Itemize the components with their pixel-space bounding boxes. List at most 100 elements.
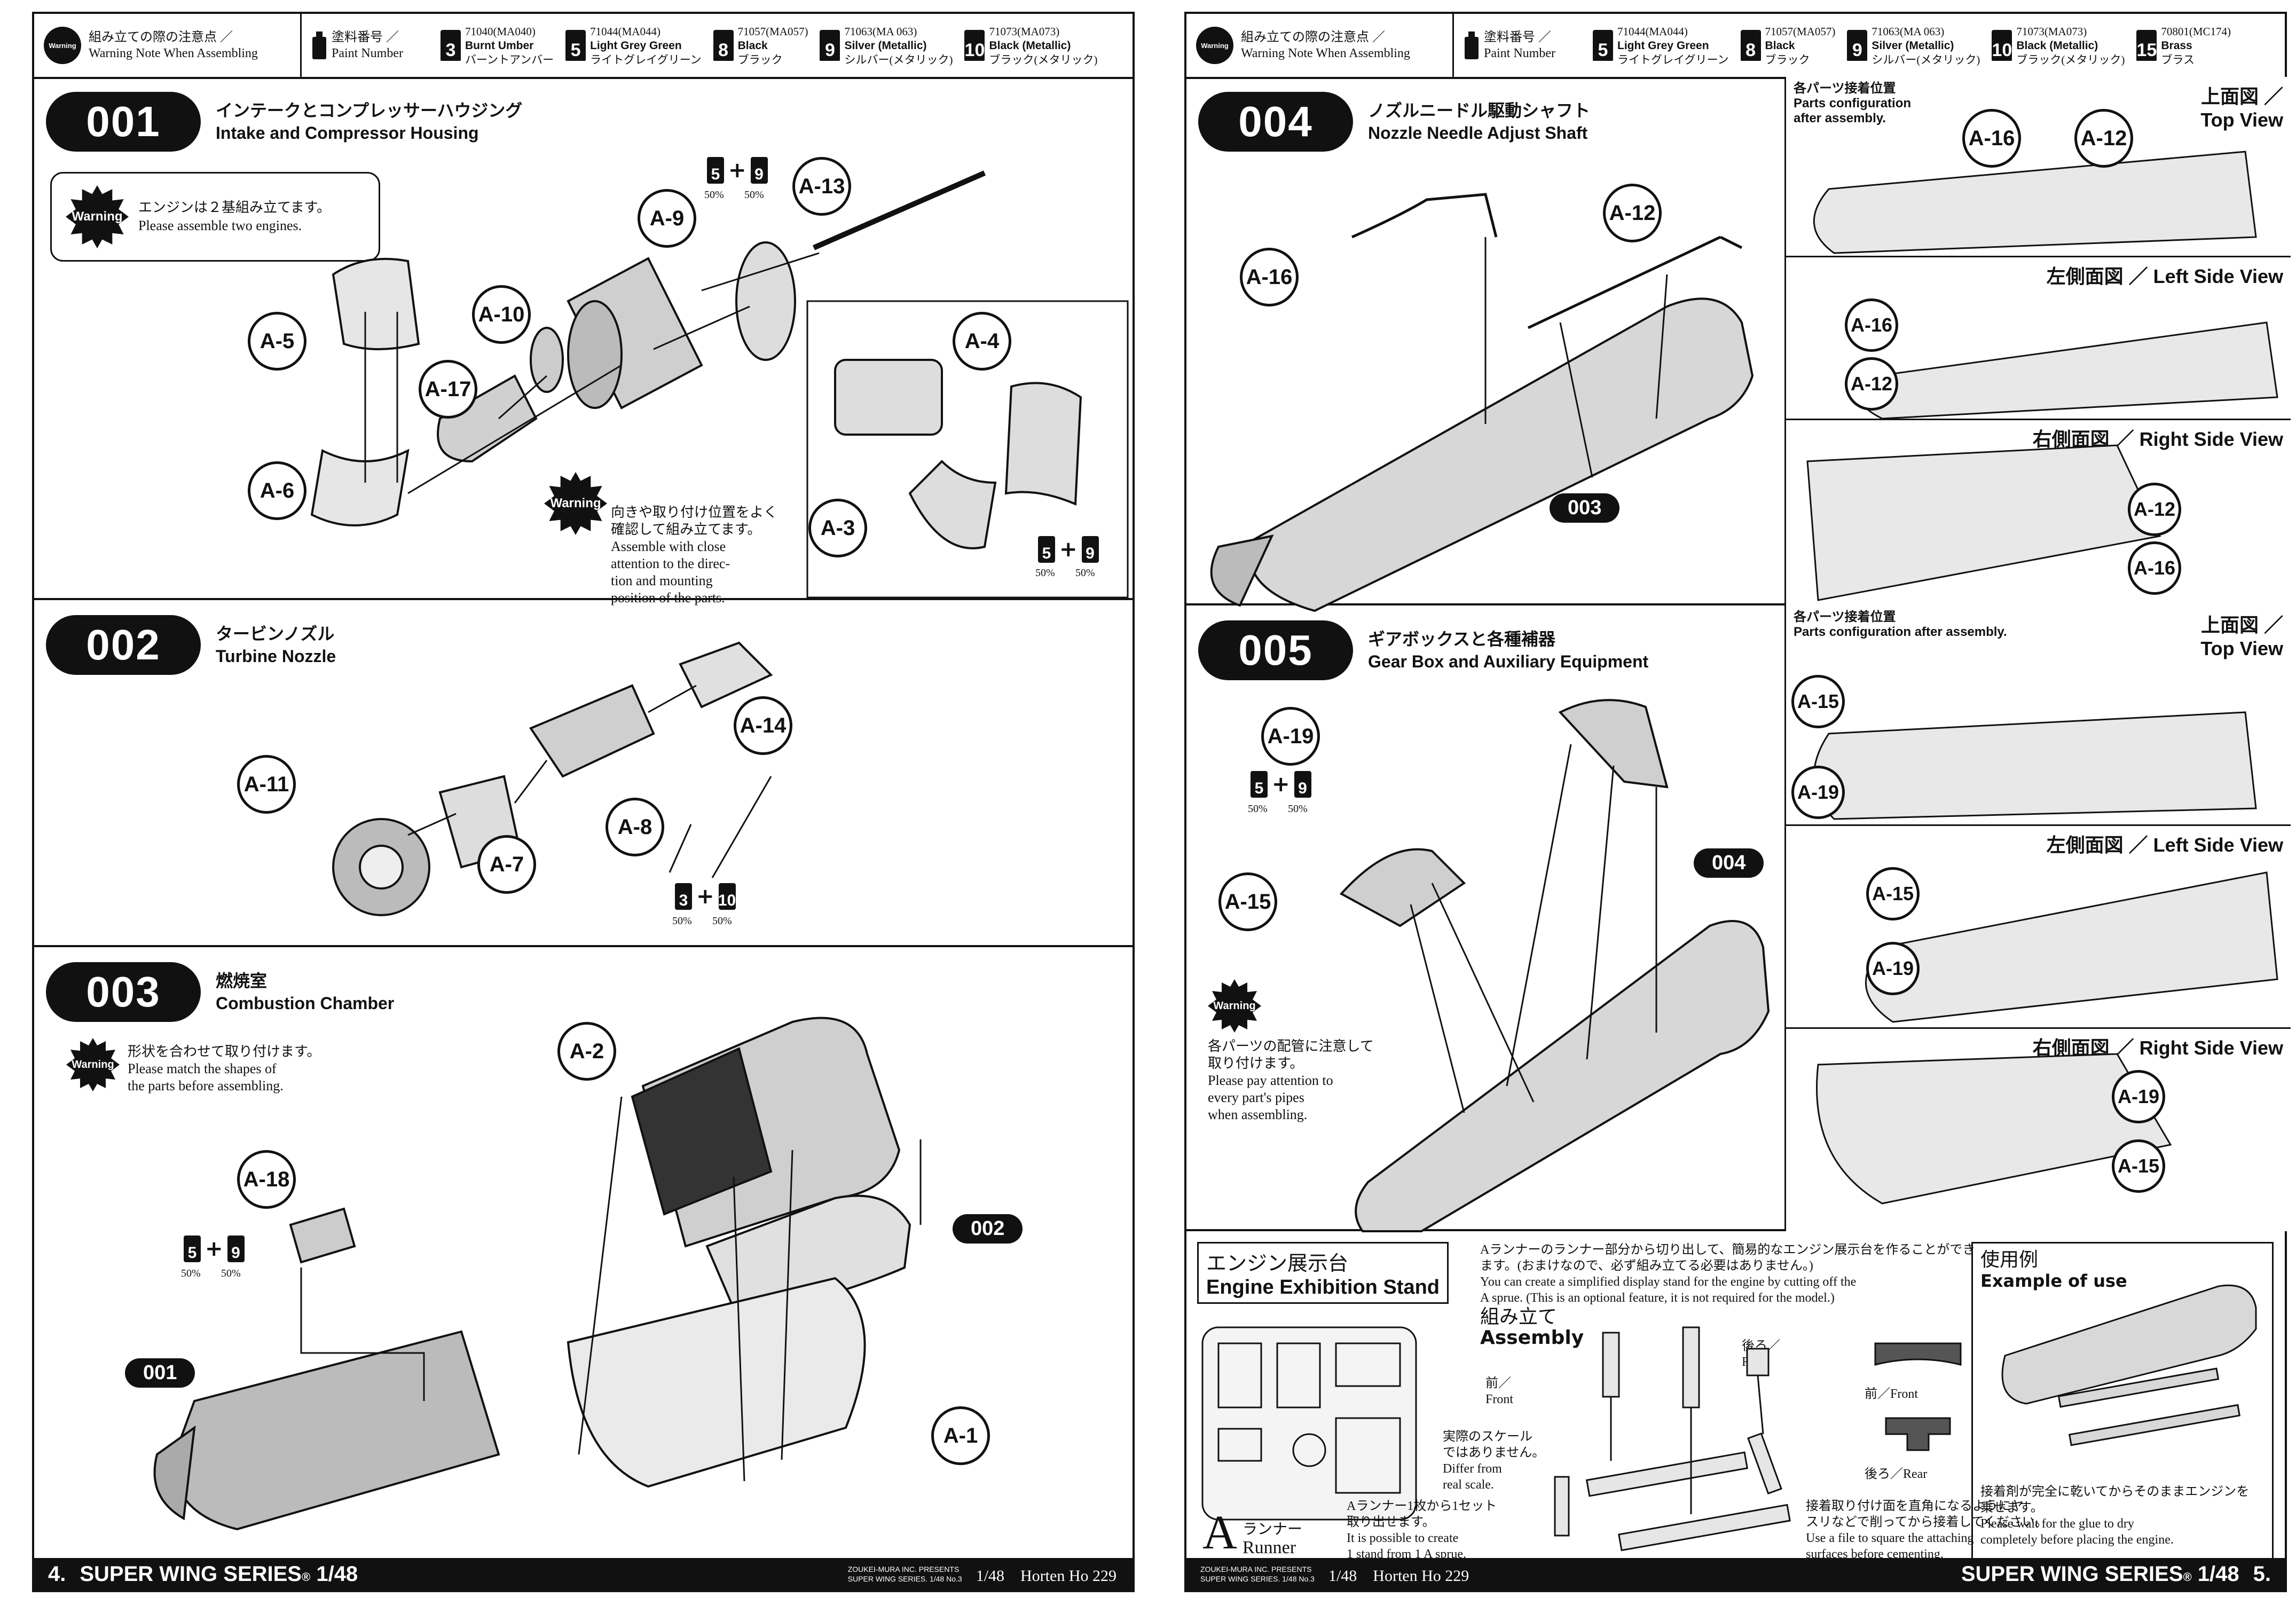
scale-note: 実際のスケール ではありません。 Differ from real scale. [1443,1430,1545,1492]
runner-note: Aランナー1枚から1セット 取り出せます。 It is possible to … [1347,1499,1497,1561]
step-number: 001 [46,92,201,152]
callout-a-12: A-12 [2128,483,2181,536]
paint-name: Burnt Umber [465,39,534,52]
views-panel-005: 各パーツ接着位置 Parts configuration after assem… [1784,605,2291,1231]
ref-badge-002: 002 [953,1214,1023,1244]
paint-code: 71044(MA044) [590,25,661,38]
paint-name-jp: ブラック(メタリック) [989,53,1098,66]
callout-a-16: A-16 [1845,298,1898,352]
stand-assembly-drawing [1554,1326,1791,1552]
callout-a-12: A-12 [1603,184,1662,242]
paint-number-badge: 9 [1847,30,1868,61]
header-warning-en: Warning Note When Assembling [1241,46,1410,60]
views-panel-004: 各パーツ接着位置 Parts configuration after assem… [1784,77,2291,605]
paint-name-jp: ブラック [737,53,783,66]
stand-title-box: エンジン展示台 Engine Exhibition Stand [1197,1242,1449,1304]
step-004: 004 ノズルニードル駆動シャフト Nozzle Needle Adjust S… [1186,77,2291,612]
mix-percent: 50% [704,189,724,201]
callout-a-10: A-10 [472,285,531,344]
step-number: 002 [46,615,201,675]
callout-a-12: A-12 [1845,357,1898,411]
callout-a-4: A-4 [953,312,1011,371]
callout-a-13: A-13 [792,157,851,216]
front-label: 前／ Front [1485,1376,1514,1406]
warning-seal-icon: Warning [44,27,81,64]
top-view-title: 上面図 ／ Top View [2200,614,2283,659]
model-name: 1/48 Horten Ho 229 [1328,1567,1469,1585]
callout-a-3: A-3 [808,499,867,557]
page-number: 4. [48,1562,66,1586]
header-warning-jp: 組み立ての際の注意点 ／ [1241,30,1385,44]
stand-description: Aランナーのランナー部分から切り出して、簡易的なエンジン展示台を作ることができ … [1480,1243,1976,1305]
mix-percent: 50% [1288,803,1308,815]
config-note: 各パーツ接着位置 Parts configuration after assem… [1794,610,2007,639]
step-number: 005 [1198,620,1353,680]
config-note: 各パーツ接着位置 Parts configuration after assem… [1794,81,1912,125]
paint-code: 71073(MA073) [2016,25,2087,38]
paint-number-badge: 10 [1992,30,2012,61]
callout-a-19: A-19 [2112,1070,2165,1123]
callout-a-1: A-1 [931,1406,990,1465]
paint-mix-a19: 5 + 9 [1251,771,1311,798]
callout-a-19: A-19 [1261,707,1320,766]
paint-code: 71040(MA040) [465,25,536,38]
callout-a-8: A-8 [606,798,664,856]
header-paint-en: Paint Number [332,46,403,60]
paint-name-jp: シルバー(メタリック) [844,53,953,66]
top-view-title: 上面図 ／ Top View [2200,85,2283,131]
paint-mix-a3: 5 + 9 [1038,536,1099,563]
ref-badge-001: 001 [125,1358,195,1388]
paint-code: 71073(MA073) [989,25,1060,38]
callout-a-15: A-15 [1218,872,1277,931]
paint-mix-a9: 5 + 9 [707,157,768,184]
front-shape-label: 前／Front [1865,1387,1918,1401]
header-paint-label: 塗料番号 ／ Paint Number [302,14,441,77]
callout-a-16: A-16 [1240,248,1299,306]
paint-name: Black [737,39,768,52]
step-002: 002 タービンノズル Turbine Nozzle A-11 A-14 A [34,600,1133,947]
callout-a-15: A-15 [1791,675,1845,728]
callout-a-16: A-16 [1962,109,2021,168]
model-name: 1/48 Horten Ho 229 [976,1567,1116,1585]
views-drawings [1806,151,2278,601]
warning-seal-icon: Warning [1196,27,1233,64]
header-paint-jp: 塗料番号 ／ [332,30,399,44]
paint-number-badge: 8 [1740,30,1761,61]
paint-name: Light Grey Green [590,39,682,52]
paint-name-jp: シルバー(メタリック) [1872,53,1980,66]
paint-code: 71044(MA044) [1617,25,1688,38]
step-005: 005 ギアボックスと各種補器 Gear Box and Auxiliary E… [1186,605,2291,1232]
warning-note-direction: 向きや取り付け位置をよく 確認して組み立てます。 Assemble with c… [611,505,778,605]
step-004-illustration [1210,193,1754,612]
callout-a-14: A-14 [734,696,792,755]
engine-stand-section: エンジン展示台 Engine Exhibition Stand Aランナーのラン… [1186,1231,2285,1562]
mix-percent: 50% [181,1268,201,1279]
example-of-use-box: 使用例 Example of use 接着剤が完全に乾いてからそのままエンジンを… [1971,1242,2274,1560]
paint-code: 71063(MA 063) [844,25,917,38]
paint-code: 71063(MA 063) [1872,25,1945,38]
header-warning: Warning 組み立ての際の注意点 ／ Warning Note When A… [1186,14,1454,77]
callout-a-19: A-19 [1791,766,1845,819]
warning-note-pipes: 各パーツの配管に注意して 取り付けます。 Please pay attentio… [1208,1038,1374,1122]
step-title: インテークとコンプレッサーハウジング Intake and Compressor… [216,101,523,143]
step-title: 燃焼室 Combustion Chamber [216,971,395,1013]
paint-number-badge: 8 [713,30,734,61]
paint-name: Black (Metallic) [2016,39,2098,52]
mix-percent: 50% [1035,567,1055,579]
page-left: Warning 組み立ての際の注意点 ／ Warning Note When A… [32,12,1135,1592]
runner-drawing [1201,1326,1417,1521]
paint-name: Silver (Metallic) [844,39,927,52]
paint-bottle-icon [1465,32,1479,59]
step-003: 003 燃焼室 Combustion Chamber Warning 形状を合わ… [34,947,1133,1562]
paint-name-jp: ブラス [2161,53,2195,66]
